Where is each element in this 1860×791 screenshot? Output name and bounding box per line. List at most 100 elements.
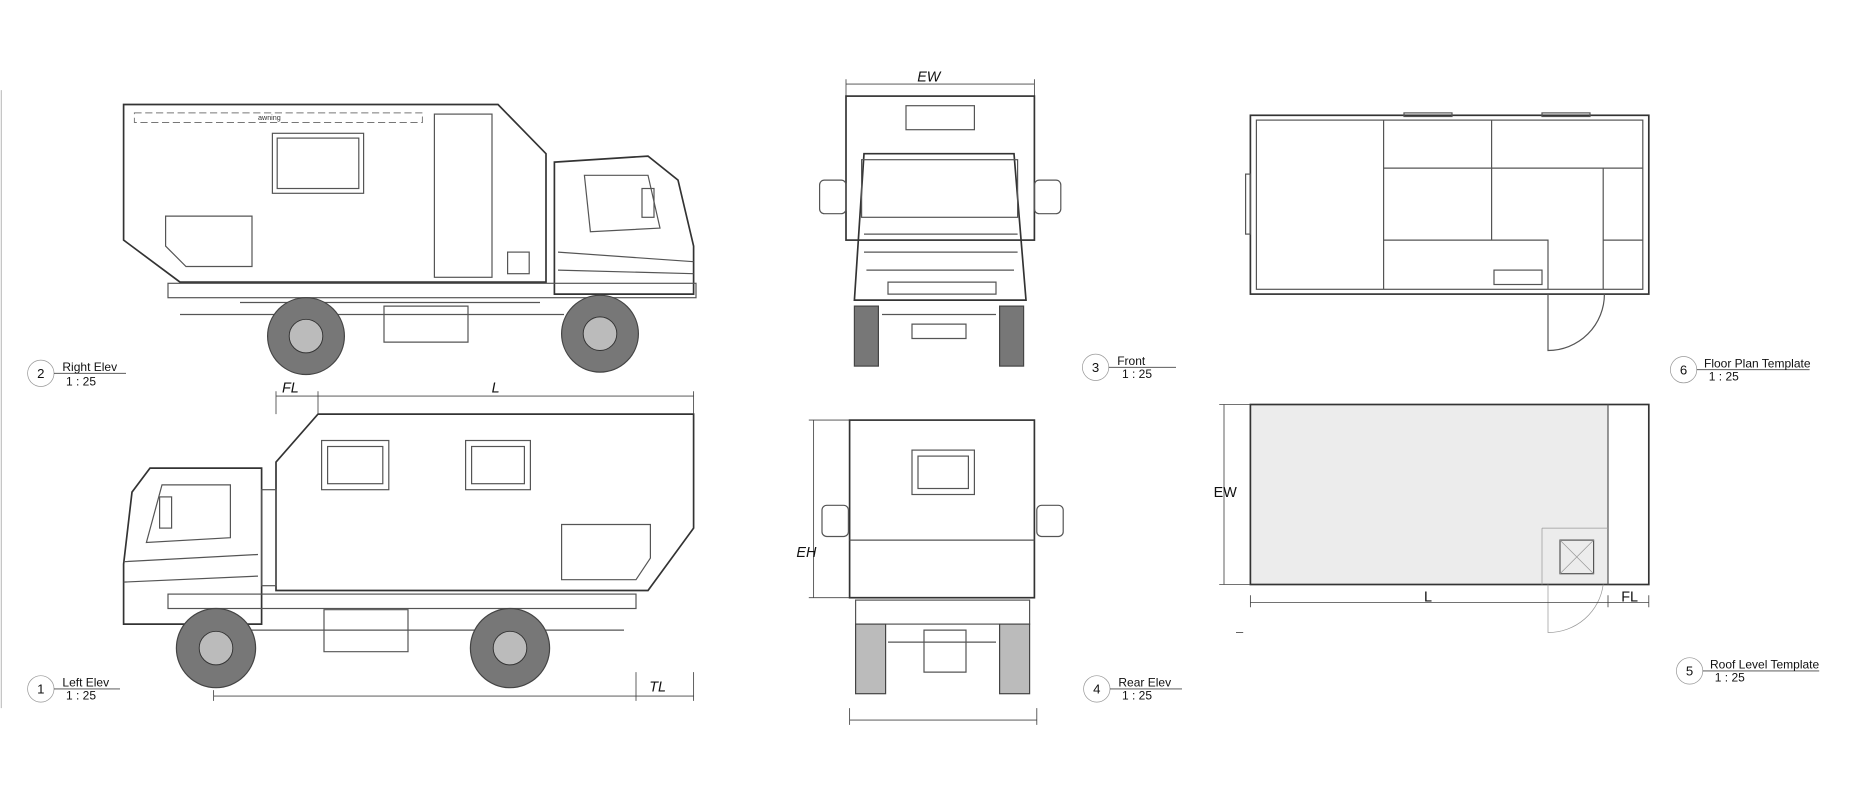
view-scale: 1 : 25 <box>1709 370 1739 384</box>
cab-trim <box>123 553 259 583</box>
view-number: 4 <box>1093 682 1100 697</box>
view-title: Rear Elev <box>1118 676 1171 690</box>
window <box>321 439 390 491</box>
roof-shaded-area <box>1250 404 1608 585</box>
vent <box>507 251 530 275</box>
left-wheel <box>853 305 879 367</box>
tail-dimension <box>213 672 695 701</box>
camper-body <box>848 419 1036 599</box>
view-label-front: 3 Front 1 : 25 <box>1082 353 1176 381</box>
view-title: Left Elev <box>62 676 109 690</box>
rear-view: EH <box>796 419 1064 725</box>
roof-length-label: L <box>1424 589 1432 605</box>
axle <box>888 629 996 673</box>
cab <box>553 155 695 295</box>
window-frame <box>327 445 384 485</box>
view-scale: 1 : 25 <box>66 374 96 388</box>
view-label-right-elev: 2 Right Elev 1 : 25 <box>27 359 126 388</box>
window <box>271 132 365 194</box>
left-elevation-view: FL L TL <box>122 381 695 701</box>
chassis-details <box>180 301 564 343</box>
wall-inner <box>1255 119 1644 290</box>
awning-label: awning <box>258 113 281 122</box>
length-dimension <box>1249 595 1650 608</box>
entry-width-dimension <box>845 79 1035 97</box>
view-number: 6 <box>1680 363 1687 378</box>
length-label: L <box>492 381 500 397</box>
entry-width-dimension <box>1219 404 1251 585</box>
entry-width-label: EW <box>917 70 942 86</box>
front-view: EW <box>819 70 1062 367</box>
axle <box>882 313 996 340</box>
view-title: Front <box>1117 354 1146 368</box>
mirror <box>159 496 173 529</box>
view-scale: 1 : 25 <box>1122 689 1152 703</box>
side-window <box>1541 112 1591 118</box>
door-swing <box>1547 584 1604 633</box>
floor-outline <box>1249 114 1650 295</box>
window <box>911 449 975 496</box>
view-scale: 1 : 25 <box>1715 671 1745 685</box>
view-label-roof: 5 Roof Level Template 1 : 25 <box>1676 657 1820 685</box>
entry-door <box>433 113 493 278</box>
view-scale: 1 : 25 <box>66 689 96 703</box>
roof-window <box>905 105 975 131</box>
view-number: 3 <box>1092 360 1099 375</box>
floor-plan-view <box>1245 112 1650 352</box>
view-number: 1 <box>37 682 44 697</box>
locker-hatch <box>561 523 651 581</box>
roof-front-length-label: FL <box>1621 589 1638 605</box>
window-frame <box>917 455 969 490</box>
roof-outline <box>1249 403 1650 586</box>
entry-height-label: EH <box>796 545 817 561</box>
view-number: 2 <box>37 366 44 381</box>
hub <box>198 630 234 666</box>
cab-window <box>583 174 661 233</box>
chassis-frame <box>167 593 637 610</box>
view-title: Floor Plan Template <box>1704 356 1811 370</box>
view-title: Roof Level Template <box>1710 658 1820 672</box>
cab <box>122 467 263 625</box>
camper-body <box>845 95 1036 241</box>
front-length-label: FL <box>282 381 299 397</box>
hatch-lines <box>1541 527 1608 585</box>
tail-length-label: TL <box>649 679 666 695</box>
view-label-floor-plan: 6 Floor Plan Template 1 : 25 <box>1670 356 1811 384</box>
cab <box>853 152 1027 301</box>
roof-entry-width-label: EW <box>1214 485 1238 501</box>
left-mirror <box>819 179 847 215</box>
view-title: Right Elev <box>62 360 117 374</box>
hub <box>492 630 528 666</box>
camper-body <box>122 103 547 283</box>
window-frame <box>276 137 360 190</box>
right-mirror <box>1033 179 1062 215</box>
entry-height-dimension <box>808 419 850 599</box>
chassis-frame <box>167 282 697 299</box>
door-swing <box>1547 294 1605 352</box>
window <box>465 439 531 491</box>
hub <box>288 318 324 354</box>
right-mirror <box>1036 504 1064 538</box>
windscreen <box>860 159 1019 218</box>
window-frame <box>471 445 525 485</box>
awning-outline <box>133 112 423 123</box>
chassis-details <box>240 609 624 653</box>
mirror <box>641 187 655 218</box>
right-wheel <box>998 623 1031 695</box>
view-scale: 1 : 25 <box>1122 367 1152 381</box>
view-number: 5 <box>1686 664 1693 679</box>
left-wheel <box>855 623 887 695</box>
right-wheel <box>998 305 1025 367</box>
width-dimension <box>849 708 1038 725</box>
rear-window <box>1245 173 1251 235</box>
cab-rear-panel <box>261 489 277 587</box>
chassis <box>854 599 1031 625</box>
interior-partitions <box>1383 120 1643 290</box>
view-label-left-elev: 1 Left Elev 1 : 25 <box>27 675 120 703</box>
left-mirror <box>821 504 849 538</box>
roof-plan-view: EW L FL <box>1214 403 1650 633</box>
length-dimension <box>275 391 695 415</box>
view-label-rear-elev: 4 Rear Elev 1 : 25 <box>1083 675 1182 703</box>
cab-trim <box>557 251 694 275</box>
locker-hatch <box>165 215 253 268</box>
